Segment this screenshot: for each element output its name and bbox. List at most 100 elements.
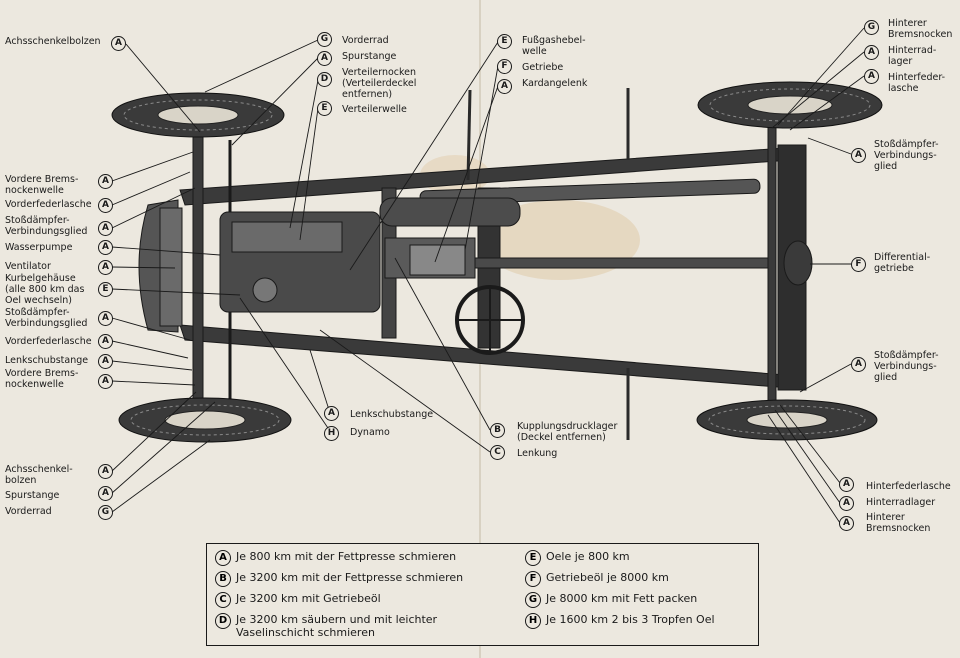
callout-label-line: Bremsnocken <box>866 523 931 534</box>
callout-label-line: Stoßdämpfer- <box>5 307 70 318</box>
legend-text: Getriebeöl je 8000 km <box>546 571 669 584</box>
callout-label-ventilator: Ventilator <box>5 261 51 272</box>
legend-entry-h: H Je 1600 km 2 bis 3 Tropfen Oel <box>525 613 715 629</box>
callout-label-stossdaempfer-lt: Stoßdämpfer-Verbindungsglied <box>5 215 87 237</box>
leader-lines <box>111 27 865 524</box>
callout-label-line: Verbindungsglied <box>5 226 88 237</box>
callout-label-line: nockenwelle <box>5 379 64 390</box>
callout-label-line: Vordere Brems- <box>5 368 79 379</box>
callout-label-lenkschubstange-center: Lenkschubstange <box>350 409 433 420</box>
callout-label-vordere-bremsnockenwelle-bottom: Vordere Brems-nockenwelle <box>5 368 78 390</box>
callout-label-line: Lenkung <box>517 448 558 459</box>
legend-letter-badge: F <box>525 571 541 587</box>
legend-text-line: Je 1600 km 2 bis 3 Tropfen Oel <box>546 613 715 626</box>
callout-letter-badge: A <box>98 464 113 479</box>
callout-label-achsschenkelbolzen-bl: Achsschenkel-bolzen <box>5 464 73 486</box>
legend-text: Je 800 km mit der Fettpresse schmieren <box>236 550 456 563</box>
legend-letter-badge: B <box>215 571 231 587</box>
callout-label-line: Ventilator <box>5 261 51 272</box>
legend-text-line: Je 800 km mit der Fettpresse schmieren <box>236 550 457 563</box>
callout-label-line: entfernen) <box>342 89 393 100</box>
callout-label-line: Kurbelgehäuse <box>5 273 76 284</box>
callout-label-line: Hinterrad- <box>888 45 937 56</box>
front-wheel-bottom <box>118 397 292 443</box>
callout-label-line: Lenkschubstange <box>350 409 434 420</box>
callout-label-stossdaempfer-lb: Stoßdämpfer-Verbindungsglied <box>5 307 87 329</box>
callout-label-line: glied <box>874 161 898 172</box>
callout-label-kupplungsdrucklager: Kupplungsdrucklager(Deckel entfernen) <box>517 421 617 443</box>
legend-text-line: Je 3200 km säubern und mit leichter <box>236 613 438 626</box>
callout-letter-badge: A <box>839 496 854 511</box>
callout-label-line: Vorderrad <box>342 35 389 46</box>
callout-label-line: Kupplungsdrucklager <box>517 421 618 432</box>
callout-letter-badge: A <box>98 260 113 275</box>
callout-letter-badge: E <box>317 101 332 116</box>
callout-label-vorderrad-top: Vorderrad <box>342 35 389 46</box>
callout-label-kardangelenk: Kardangelenk <box>522 78 587 89</box>
callout-label-lenkschubstange-left: Lenkschubstange <box>5 355 88 366</box>
callout-label-line: Kardangelenk <box>522 78 588 89</box>
callout-label-vorderfederlasche-bottom: Vorderfederlasche <box>5 336 92 347</box>
legend-text: Je 1600 km 2 bis 3 Tropfen Oel <box>546 613 715 626</box>
callout-letter-badge: A <box>851 357 866 372</box>
callout-label-line: (Verteilerdeckel <box>342 78 417 89</box>
callout-label-spurstange-bottom: Spurstange <box>5 490 59 501</box>
legend-text-line: Je 3200 km mit Getriebeöl <box>236 592 381 605</box>
callout-label-line: Stoßdämpfer- <box>5 215 70 226</box>
callout-label-line: Vorderrad <box>5 506 52 517</box>
callout-label-fussgashebelwelle: Fußgashebel-welle <box>522 35 586 57</box>
callout-letter-badge: A <box>864 45 879 60</box>
callout-label-line: Differential- <box>874 252 931 263</box>
callout-label-verteilerwelle: Verteilerwelle <box>342 104 407 115</box>
rear-axle <box>767 109 777 421</box>
callout-label-hinterradlager-top: Hinterrad-lager <box>888 45 936 67</box>
callout-label-line: Hinterfederlasche <box>866 481 951 492</box>
callout-letter-badge: B <box>490 423 505 438</box>
legend-letter-badge: E <box>525 550 541 566</box>
callout-label-dynamo: Dynamo <box>350 427 390 438</box>
callout-label-line: welle <box>522 46 547 57</box>
callout-label-hinterfederlasche-top: Hinterfeder-lasche <box>888 72 945 94</box>
radiator <box>138 199 183 333</box>
callout-letter-badge: A <box>98 334 113 349</box>
callout-label-lenkung: Lenkung <box>517 448 557 459</box>
callout-letter-badge: A <box>98 354 113 369</box>
callout-letter-badge: A <box>839 516 854 531</box>
callout-label-stossdaempfer-rt: Stoßdämpfer-Verbindungs-glied <box>874 139 939 172</box>
callout-label-differentialgetriebe: Differential-getriebe <box>874 252 930 274</box>
callout-label-line: Vordere Brems- <box>5 174 79 185</box>
callout-label-line: Vorderfederlasche <box>5 199 92 210</box>
callout-label-line: Vorderfederlasche <box>5 336 92 347</box>
callout-letter-badge: A <box>851 148 866 163</box>
callout-letter-badge: A <box>98 198 113 213</box>
callout-label-line: Stoßdämpfer- <box>874 350 939 361</box>
callout-letter-badge: H <box>324 426 339 441</box>
legend-text-line: Oele je 800 km <box>546 550 630 563</box>
callout-letter-badge: C <box>490 445 505 460</box>
callout-label-line: Stoßdämpfer- <box>874 139 939 150</box>
callout-letter-badge: E <box>98 282 113 297</box>
legend-text-line: Je 3200 km mit der Fettpresse schmieren <box>236 571 464 584</box>
legend-text-line: Getriebeöl je 8000 km <box>546 571 669 584</box>
callout-label-achsschenkelbolzen-tl: Achsschenkelbolzen <box>5 36 101 47</box>
exhaust-muffler <box>379 178 761 227</box>
legend-letter-badge: H <box>525 613 541 629</box>
legend-entry-f: F Getriebeöl je 8000 km <box>525 571 715 587</box>
callout-label-line: Verteilerwelle <box>342 104 407 115</box>
callout-label-line: Achsschenkelbolzen <box>5 36 101 47</box>
callout-letter-badge: G <box>864 20 879 35</box>
callout-letter-badge: E <box>497 34 512 49</box>
legend-text: Je 3200 km mit der Fettpresse schmieren <box>236 571 463 584</box>
callout-label-line: Oel wechseln) <box>5 295 73 306</box>
callout-label-hinterradlager-bottom: Hinterradlager <box>866 497 935 508</box>
callout-label-line: Spurstange <box>5 490 60 501</box>
callout-label-line: nockenwelle <box>5 185 64 196</box>
callout-label-line: Dynamo <box>350 427 390 438</box>
callout-letter-badge: A <box>111 36 126 51</box>
